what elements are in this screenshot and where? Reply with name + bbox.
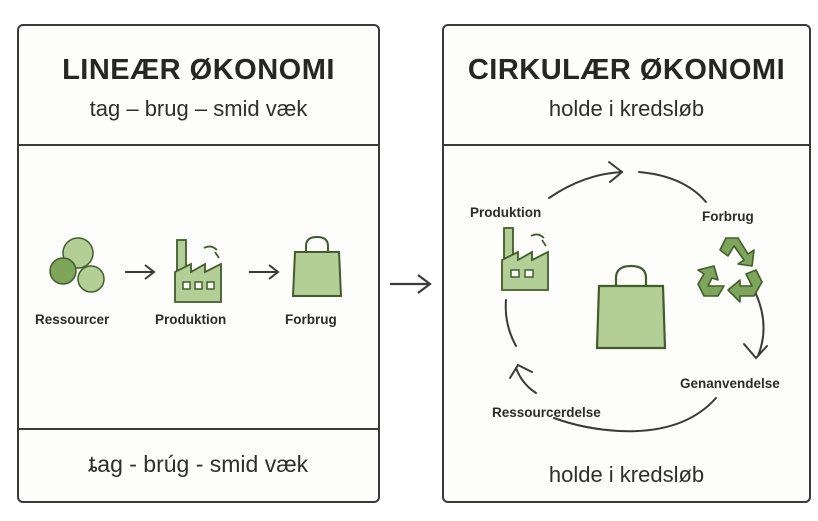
- cycle-label-consumption: Forbrug: [702, 209, 754, 224]
- step-label-resources: Ressourcer: [35, 312, 110, 327]
- circular-header: CIRKULÆR ØKONOMI holde i kredsløb: [444, 26, 809, 146]
- factory-icon: [174, 239, 222, 303]
- cycle-label-recycling: Genanvendelse: [680, 376, 780, 391]
- cycle-label-resource-sharing: Ressourcerdelse: [492, 405, 601, 420]
- linear-header: LINEÆR ØKONOMI tag – brug – smid væk: [19, 26, 378, 146]
- linear-economy-panel: LINEÆR ØKONOMI tag – brug – smid væk Res…: [17, 24, 380, 503]
- linear-subtitle: tag – brug – smid væk: [89, 96, 308, 121]
- cycle-arrows: [504, 161, 768, 433]
- linear-footer: ȶag - brúg - smid væk: [88, 451, 309, 477]
- recycle-icon: [697, 237, 763, 303]
- step-label-consumption: Forbrug: [285, 312, 337, 327]
- shopping-bag-icon: [291, 235, 343, 297]
- linear-footer-divider: [19, 428, 378, 430]
- arrow-right-icon: [249, 264, 280, 280]
- linear-title: LINEÆR ØKONOMI: [62, 54, 335, 86]
- arrow-right-icon: [390, 274, 432, 294]
- circular-footer: holde i kredsløb: [548, 462, 705, 487]
- circular-title: CIRKULÆR ØKONOMI: [467, 54, 786, 86]
- factory-icon: [501, 227, 549, 291]
- circular-subtitle: holde i kredsløb: [548, 96, 705, 121]
- resources-icon: [49, 237, 105, 293]
- shopping-bag-icon: [595, 264, 667, 350]
- arrow-right-icon: [125, 264, 156, 280]
- step-label-production: Produktion: [155, 312, 227, 327]
- cycle-label-production: Produktion: [470, 205, 542, 220]
- circular-economy-panel: CIRKULÆR ØKONOMI holde i kredsløb: [442, 24, 811, 503]
